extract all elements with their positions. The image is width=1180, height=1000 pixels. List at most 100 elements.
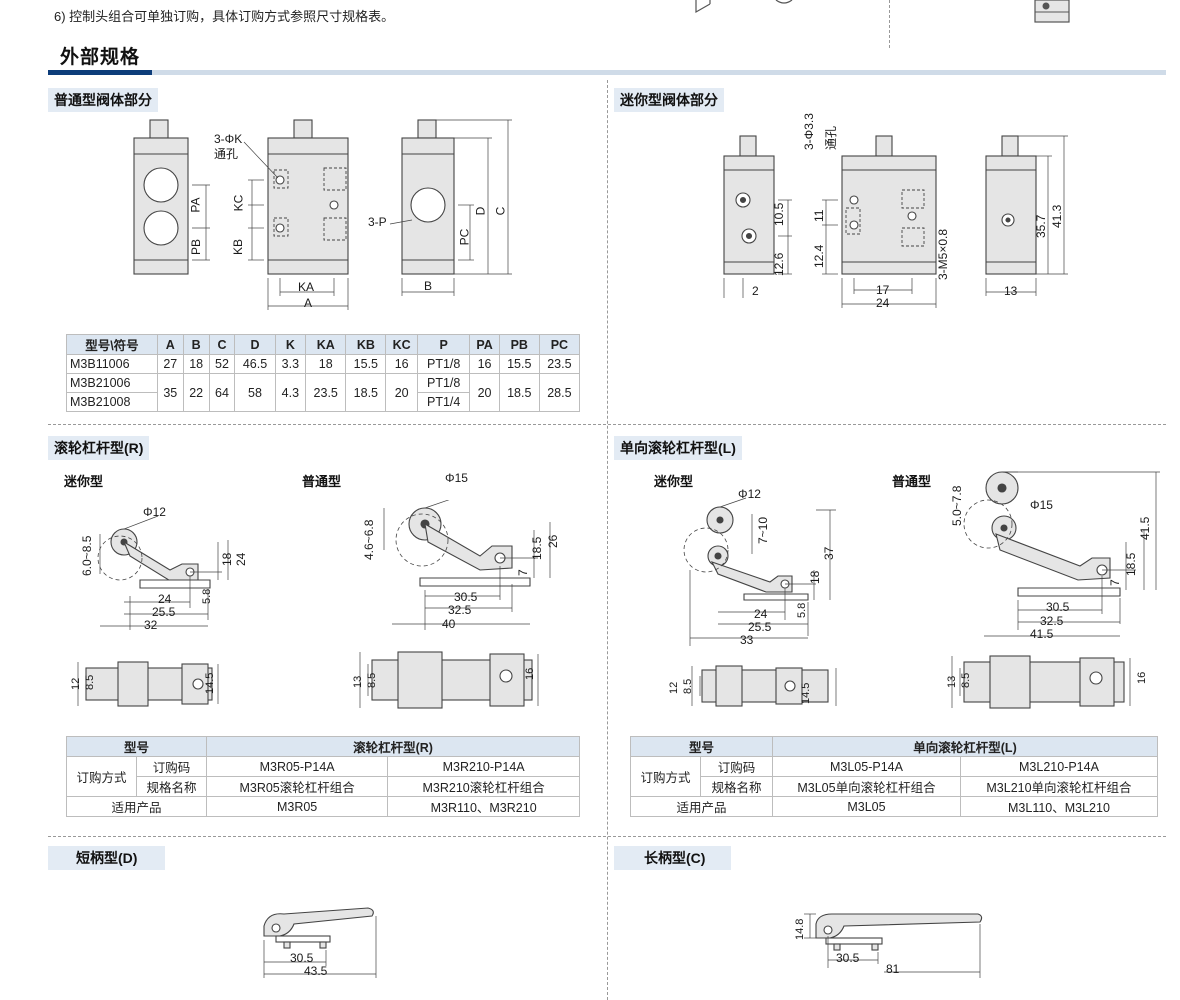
order-cell: M3L05单向滚轮杠杆组合 bbox=[772, 776, 961, 797]
l-norm-13: 13 bbox=[946, 675, 958, 688]
r-norm-phi: Φ15 bbox=[445, 471, 468, 485]
l-norm-41-5b: 41.5 bbox=[1030, 627, 1054, 641]
l-norm-18-5: 18.5 bbox=[1124, 552, 1138, 576]
spec-cell: 4.3 bbox=[274, 373, 307, 412]
l-mini-14-5: 14.5 bbox=[800, 682, 812, 704]
table-row: 规格名称 M3R05滚轮杠杆组合 M3R210滚轮杠杆组合 bbox=[67, 776, 580, 797]
r-norm-40: 40 bbox=[442, 617, 456, 631]
spec-cell: 18 bbox=[305, 354, 347, 374]
spec-header-cell: PC bbox=[538, 334, 581, 355]
order-cell: M3L05 bbox=[772, 796, 961, 817]
spec-cell: 3.3 bbox=[274, 354, 307, 374]
table-row: 订购方式 订购码 M3L05-P14A M3L210-P14A bbox=[630, 756, 1159, 797]
dim-KA: KA bbox=[298, 280, 315, 294]
dim-41-3: 41.3 bbox=[1050, 204, 1064, 228]
spec-cell: 64 bbox=[208, 373, 236, 412]
spec-cell: 35 bbox=[156, 373, 184, 412]
normal-body-drawing bbox=[133, 119, 512, 310]
r-norm-18-5: 18.5 bbox=[530, 536, 544, 560]
spec-cell: PT1/8 bbox=[416, 354, 471, 374]
l-mini-range: 7~10 bbox=[756, 516, 770, 544]
panel-header-normal-body: 普通型阀体部分 bbox=[48, 88, 158, 112]
dim-17: 17 bbox=[876, 283, 890, 297]
l-mini-25-5: 25.5 bbox=[748, 620, 772, 634]
dim-D: D bbox=[473, 206, 488, 216]
r-mini-5-8: 5.8 bbox=[201, 588, 213, 604]
r-mini-18: 18 bbox=[220, 552, 234, 566]
order-header-cell: 型号 bbox=[630, 736, 773, 757]
cropped-drawing-top-right bbox=[1034, 0, 1070, 23]
l-mini-5-8: 5.8 bbox=[796, 602, 808, 618]
sublabel-mini-l: 迷你型 bbox=[654, 474, 694, 489]
panel-header-roller-r: 滚轮杠杆型(R) bbox=[48, 436, 150, 460]
table-row: 型号 滚轮杠杆型(R) bbox=[66, 736, 580, 757]
spec-cell: 23.5 bbox=[305, 373, 347, 412]
spec-cell: 18 bbox=[182, 354, 210, 374]
order-table-l: 型号 单向滚轮杠杆型(L) 订购方式 订购码 M3L05-P14A M3L210… bbox=[630, 736, 1159, 817]
dim-PC: PC bbox=[457, 228, 472, 246]
spec-cell: 52 bbox=[208, 354, 236, 374]
sublabel-mini-r: 迷你型 bbox=[64, 474, 104, 489]
top-divider bbox=[889, 0, 890, 48]
spec-cell: 23.5 bbox=[538, 354, 581, 374]
spec-cell: 46.5 bbox=[234, 354, 276, 374]
order-cell: 订购码 bbox=[136, 756, 207, 777]
order-cell: M3R05滚轮杠杆组合 bbox=[205, 776, 389, 797]
spec-cell: 22 bbox=[182, 373, 210, 412]
short-lever-drawing bbox=[263, 907, 377, 978]
spec-cell: 16 bbox=[469, 354, 500, 374]
panel-header-roller-l: 单向滚轮杠杆型(L) bbox=[614, 436, 742, 460]
dim-B: B bbox=[424, 279, 433, 293]
spec-table: 型号\符号 A B C D K KA KB KC P PA PB PC M3B1… bbox=[66, 334, 581, 412]
l-norm-phi: Φ15 bbox=[1030, 498, 1053, 512]
r-mini-32: 32 bbox=[144, 618, 158, 632]
r-mini-range: 6.0~8.5 bbox=[80, 535, 94, 576]
long-14-8: 14.8 bbox=[794, 918, 806, 940]
table-row: 适用产品 M3L05 M3L110、M3L210 bbox=[630, 796, 1159, 817]
panel-header-long: 长柄型(C) bbox=[614, 846, 732, 870]
r-mini-phi: Φ12 bbox=[143, 505, 166, 519]
spec-cell: 20 bbox=[469, 373, 500, 412]
dim-KB: KB bbox=[231, 238, 246, 256]
l-norm-16: 16 bbox=[1136, 671, 1148, 684]
order-cell: M3R210滚轮杠杆组合 bbox=[387, 776, 580, 797]
roller-r-drawing bbox=[77, 500, 551, 709]
order-cell: 适用产品 bbox=[66, 796, 207, 817]
long-30-5: 30.5 bbox=[836, 951, 860, 965]
r-norm-range: 4.6~6.8 bbox=[362, 519, 376, 560]
spec-cell: 15.5 bbox=[498, 354, 540, 374]
l-mini-18: 18 bbox=[808, 570, 822, 584]
order-cell: M3R110、M3R210 bbox=[387, 796, 580, 817]
r-mini-24b: 24 bbox=[158, 592, 172, 606]
normal-port-label: 3-P bbox=[368, 215, 387, 229]
spec-header-cell: PA bbox=[469, 334, 500, 355]
spec-header-cell: P bbox=[416, 334, 471, 355]
spec-cell: 20 bbox=[385, 373, 418, 412]
roller-l-drawing bbox=[683, 471, 1160, 709]
table-row: M3B21008 PT1/4 bbox=[66, 392, 580, 412]
l-norm-7: 7 bbox=[1108, 579, 1122, 586]
l-norm-30-5: 30.5 bbox=[1046, 600, 1070, 614]
r-mini-8-5: 8.5 bbox=[84, 674, 96, 690]
mini-body-drawing bbox=[723, 135, 1068, 308]
spec-cell: PT1/8 bbox=[416, 373, 471, 393]
long-81: 81 bbox=[886, 962, 900, 976]
l-mini-12: 12 bbox=[668, 681, 680, 694]
order-header-cell: 滚轮杠杆型(R) bbox=[206, 736, 580, 757]
sublabel-normal-r: 普通型 bbox=[302, 474, 342, 489]
l-norm-8-5: 8.5 bbox=[960, 672, 972, 688]
order-cell: 订购方式 bbox=[66, 756, 137, 797]
spec-cell: 18.5 bbox=[345, 373, 387, 412]
r-mini-12: 12 bbox=[70, 677, 82, 690]
r-norm-26: 26 bbox=[546, 534, 560, 548]
spec-header-cell: A bbox=[156, 334, 184, 355]
dim-KC: KC bbox=[231, 194, 246, 212]
spec-cell: M3B11006 bbox=[66, 354, 158, 374]
panel-header-mini-body: 迷你型阀体部分 bbox=[614, 88, 724, 112]
mini-hole-label: 3-Φ3.3 bbox=[802, 113, 816, 150]
order-cell: 规格名称 bbox=[700, 776, 773, 797]
r-norm-16: 16 bbox=[524, 667, 536, 680]
row-divider-2 bbox=[48, 836, 1166, 837]
table-row: M3B21006 35 22 64 58 4.3 23.5 18.5 20 PT… bbox=[66, 373, 581, 412]
panel-header-short: 短柄型(D) bbox=[48, 846, 166, 870]
